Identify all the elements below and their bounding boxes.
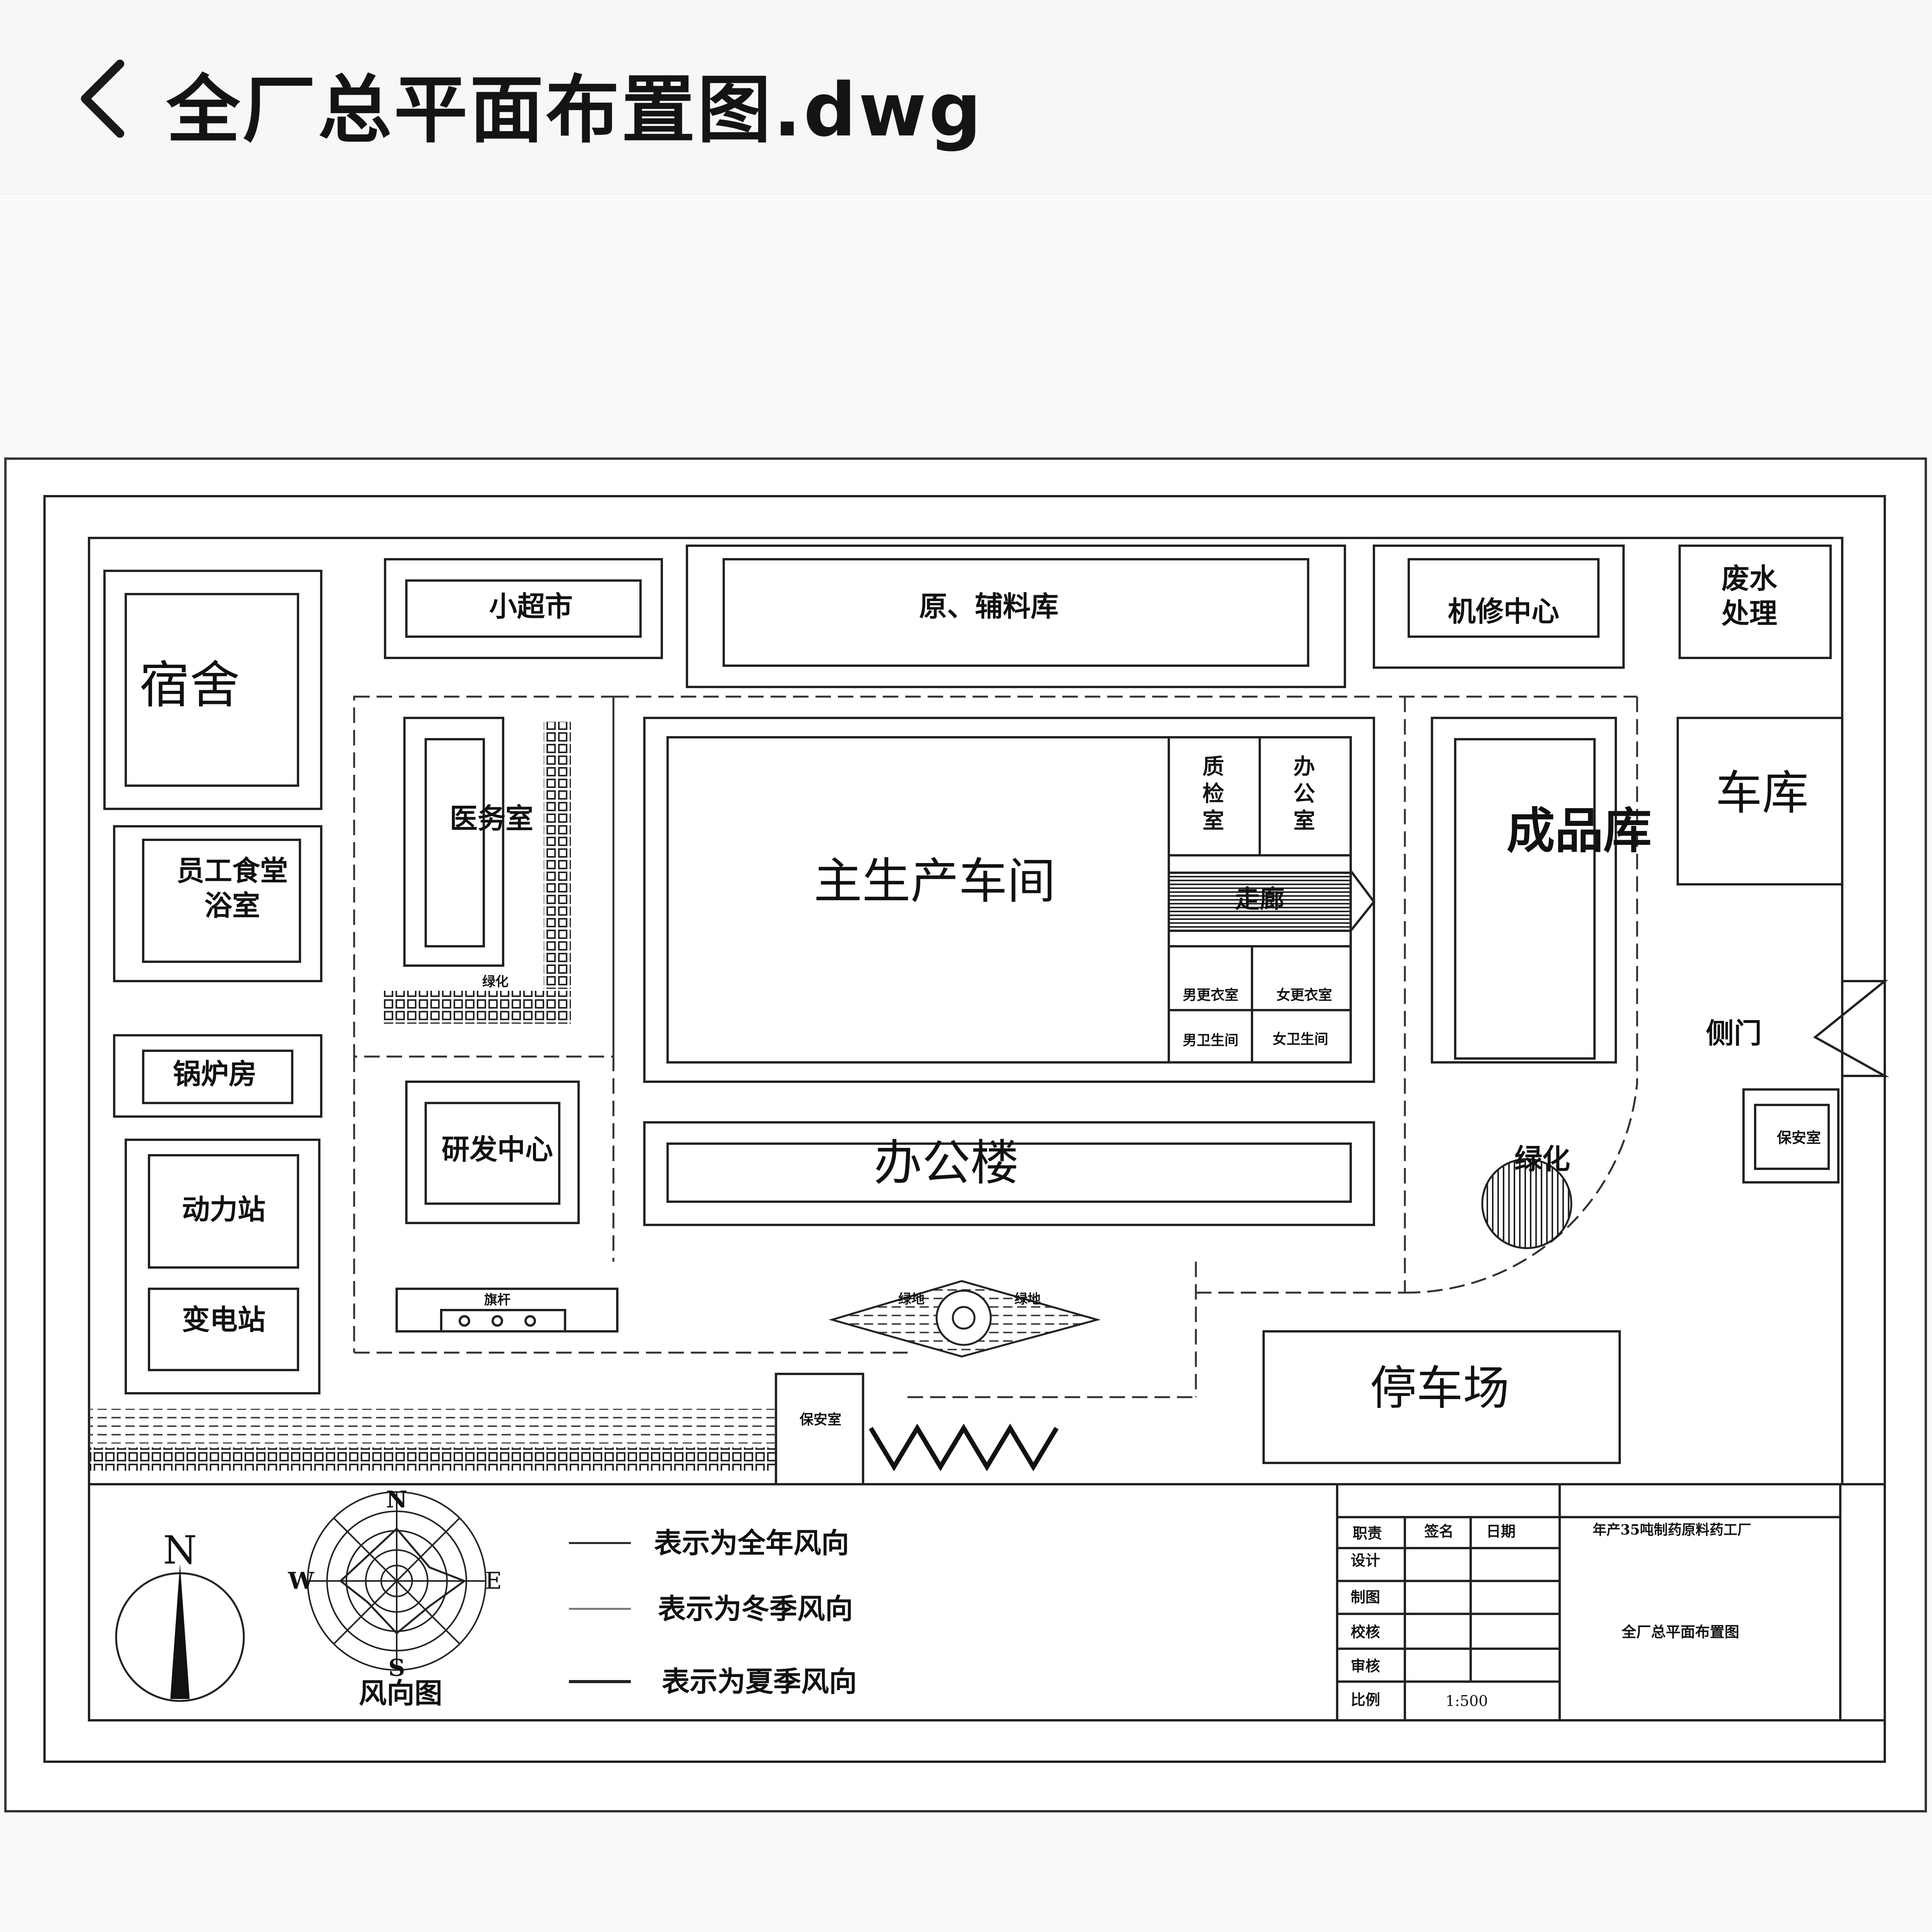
rose-s: S xyxy=(388,1655,405,1682)
tb-col-date: 日期 xyxy=(1486,1523,1516,1540)
label-men-locker: 男更衣室 xyxy=(1183,987,1238,1003)
label-men-wc: 男卫生间 xyxy=(1183,1032,1238,1048)
tb-scale-value: 1:500 xyxy=(1446,1692,1488,1709)
label-guard-right: 保安室 xyxy=(1777,1129,1821,1146)
label-green-land-2: 绿地 xyxy=(1014,1291,1041,1307)
label-qc-3: 室 xyxy=(1202,808,1224,834)
label-rd-center: 研发中心 xyxy=(442,1133,553,1166)
north-label: N xyxy=(163,1528,197,1573)
tb-row-review: 审核 xyxy=(1351,1657,1380,1675)
label-office-room-3: 室 xyxy=(1293,808,1315,834)
label-canteen-2: 浴室 xyxy=(204,889,260,922)
label-clinic: 医务室 xyxy=(450,802,533,835)
rose-w: W xyxy=(288,1567,315,1595)
cad-drawing: 小超市 原、辅料库 机修中心 废水 处理 宿舍 医务室 绿化 主生产车间 质 检… xyxy=(4,457,1927,1812)
label-repair-center: 机修中心 xyxy=(1448,595,1559,628)
label-corridor: 走廊 xyxy=(1235,885,1285,914)
rose-caption: 风向图 xyxy=(359,1677,442,1709)
label-power-station: 动力站 xyxy=(182,1193,265,1226)
label-canteen-1: 员工食堂 xyxy=(176,854,288,887)
tb-row-draw: 制图 xyxy=(1351,1588,1380,1606)
label-supermarket: 小超市 xyxy=(489,590,573,623)
label-greening: 绿化 xyxy=(1514,1142,1570,1175)
label-green-land: 绿地 xyxy=(898,1291,925,1307)
label-wastewater-1: 废水 xyxy=(1721,562,1778,595)
chevron-left-icon[interactable] xyxy=(77,58,128,139)
label-qc-2: 检 xyxy=(1202,781,1224,807)
top-bar: 全厂总平面布置图.dwg xyxy=(0,0,1932,195)
rose-e: E xyxy=(485,1567,502,1595)
tb-col-role: 职责 xyxy=(1353,1524,1382,1542)
label-office-room-1: 办 xyxy=(1293,754,1315,779)
label-flagpole: 旗杆 xyxy=(484,1292,510,1308)
label-finished-store: 成品库 xyxy=(1507,803,1652,859)
drawing-viewer[interactable]: 小超市 原、辅料库 机修中心 废水 处理 宿舍 医务室 绿化 主生产车间 质 检… xyxy=(0,194,1932,1932)
label-raw-store: 原、辅料库 xyxy=(919,590,1058,623)
label-dorm: 宿舍 xyxy=(139,656,240,714)
label-garage: 车库 xyxy=(1716,766,1809,820)
label-substation: 变电站 xyxy=(182,1303,265,1336)
label-office-building: 办公楼 xyxy=(874,1135,1019,1191)
label-women-locker: 女更衣室 xyxy=(1276,987,1332,1003)
tb-col-sign: 签名 xyxy=(1424,1523,1454,1540)
label-guard-bottom: 保安室 xyxy=(800,1411,841,1428)
tb-project: 年产35吨制药原料药工厂 xyxy=(1593,1522,1751,1538)
tb-row-design: 设计 xyxy=(1351,1552,1380,1569)
rose-n: N xyxy=(386,1486,408,1513)
tb-row-scale: 比例 xyxy=(1351,1691,1380,1708)
label-boiler: 锅炉房 xyxy=(173,1057,257,1090)
label-wastewater-2: 处理 xyxy=(1721,597,1777,630)
label-main-workshop: 主生产车间 xyxy=(814,853,1056,909)
tb-row-check: 校核 xyxy=(1351,1623,1380,1641)
label-greening-small: 绿化 xyxy=(482,974,509,990)
tb-drawing-name: 全厂总平面布置图 xyxy=(1621,1623,1739,1641)
legend-summer: 表示为夏季风向 xyxy=(662,1665,857,1698)
label-office-room-2: 公 xyxy=(1293,781,1315,807)
label-qc-1: 质 xyxy=(1202,754,1224,779)
file-title: 全厂总平面布置图.dwg xyxy=(166,67,984,153)
label-women-wc: 女卫生间 xyxy=(1273,1031,1328,1047)
label-side-gate: 侧门 xyxy=(1706,1017,1762,1050)
legend-winter: 表示为冬季风向 xyxy=(658,1592,853,1625)
label-parking: 停车场 xyxy=(1370,1362,1509,1415)
legend-annual: 表示为全年风向 xyxy=(654,1526,849,1559)
